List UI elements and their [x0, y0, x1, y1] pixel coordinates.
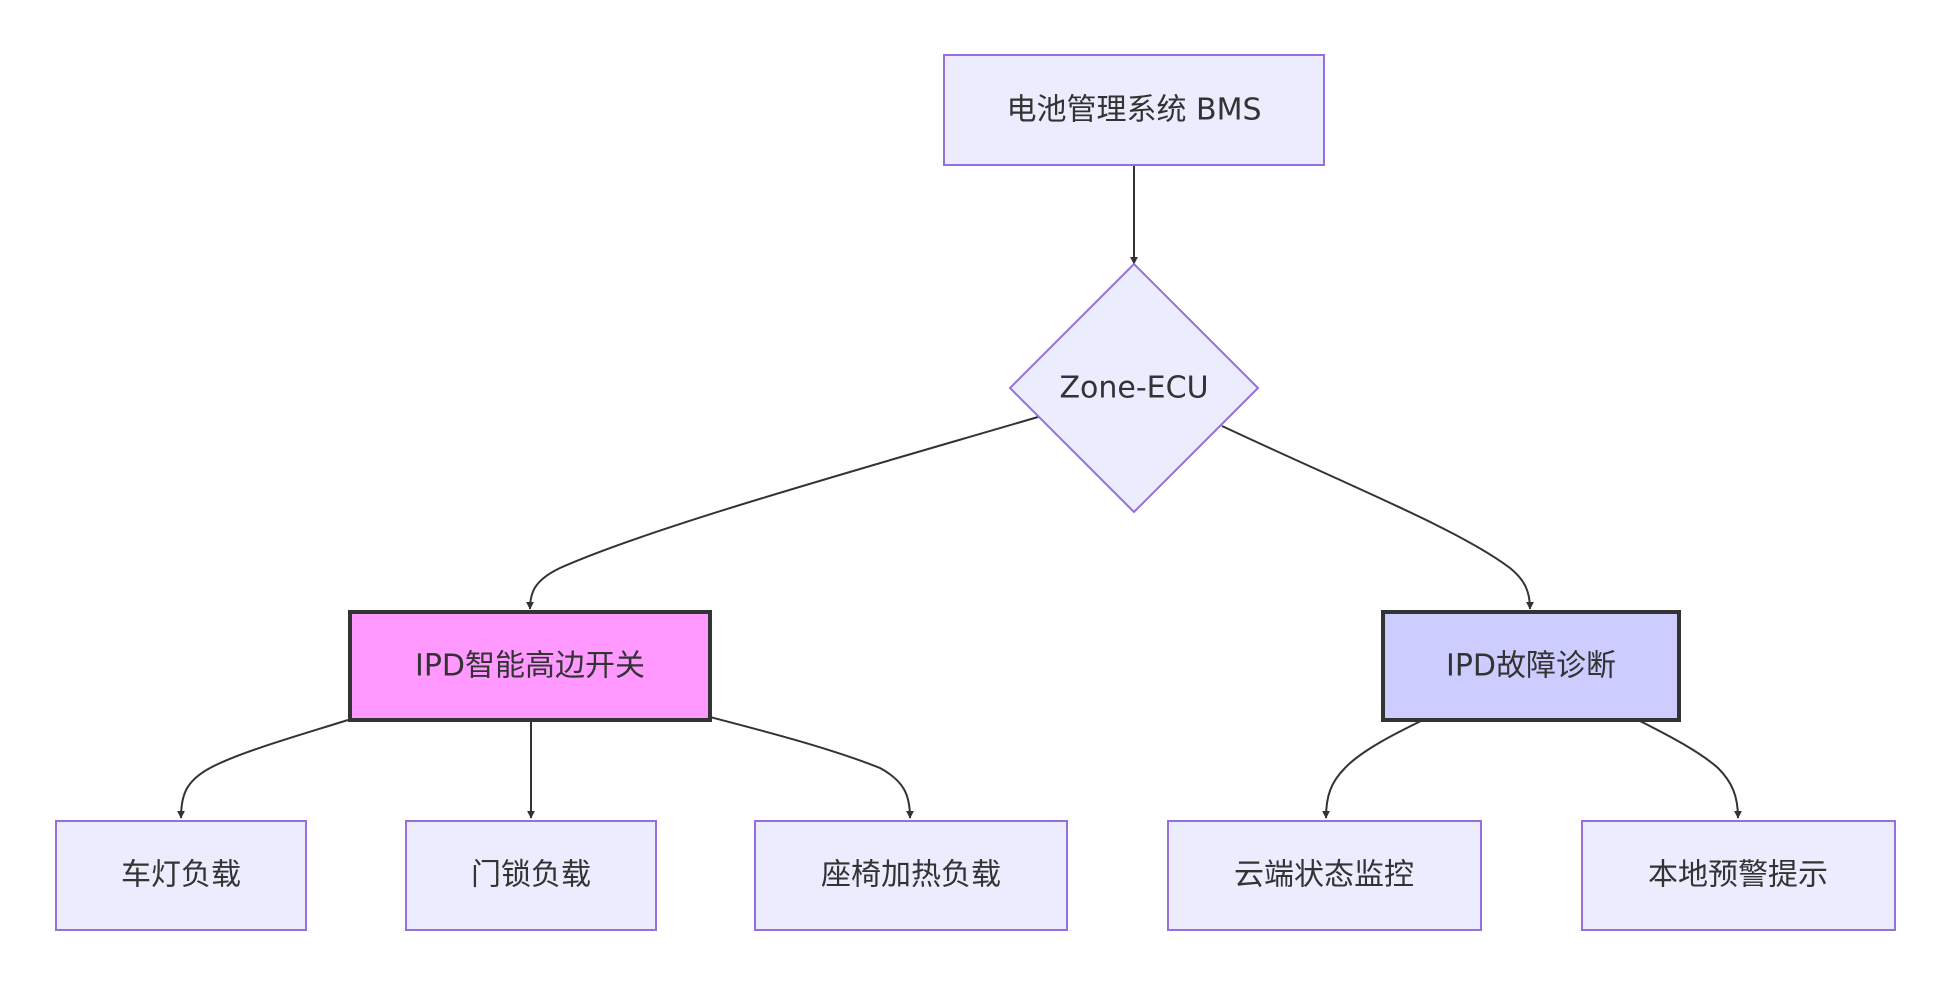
- edge-ipd-switch-to-seat-load: [709, 716, 914, 819]
- edge-ipd-diag-to-local-warning: [1637, 719, 1742, 819]
- node-lamp-load-label: 车灯负载: [121, 858, 241, 893]
- node-zone-ecu-label: Zone-ECU: [1059, 371, 1208, 406]
- node-door-load-label: 门锁负载: [471, 858, 591, 893]
- node-seat-load-label: 座椅加热负载: [821, 858, 1001, 893]
- node-lamp-load: 车灯负载: [55, 820, 307, 931]
- node-bms-label: 电池管理系统 BMS: [1006, 93, 1261, 128]
- node-cloud-monitor-label: 云端状态监控: [1234, 858, 1414, 893]
- edge-ipd-diag-to-cloud-monitor: [1322, 719, 1424, 819]
- node-door-load: 门锁负载: [405, 820, 657, 931]
- node-local-warning: 本地预警提示: [1581, 820, 1896, 931]
- edge-ipd-switch-to-lamp-load: [177, 719, 349, 819]
- node-seat-load: 座椅加热负载: [754, 820, 1068, 931]
- node-ipd-switch-label: IPD智能高边开关: [415, 649, 645, 684]
- node-ipd-switch: IPD智能高边开关: [348, 610, 712, 722]
- node-bms: 电池管理系统 BMS: [943, 54, 1325, 166]
- edge-zone-ecu-to-ipd-diag: [1221, 425, 1534, 610]
- node-cloud-monitor: 云端状态监控: [1167, 820, 1482, 931]
- edges: [177, 165, 1742, 819]
- node-ipd-diag-label: IPD故障诊断: [1446, 649, 1616, 684]
- node-ipd-diag: IPD故障诊断: [1381, 610, 1681, 722]
- node-zone-ecu: Zone-ECU: [1008, 262, 1260, 514]
- edge-zone-ecu-to-ipd-switch: [526, 416, 1039, 610]
- node-local-warning-label: 本地预警提示: [1648, 858, 1828, 893]
